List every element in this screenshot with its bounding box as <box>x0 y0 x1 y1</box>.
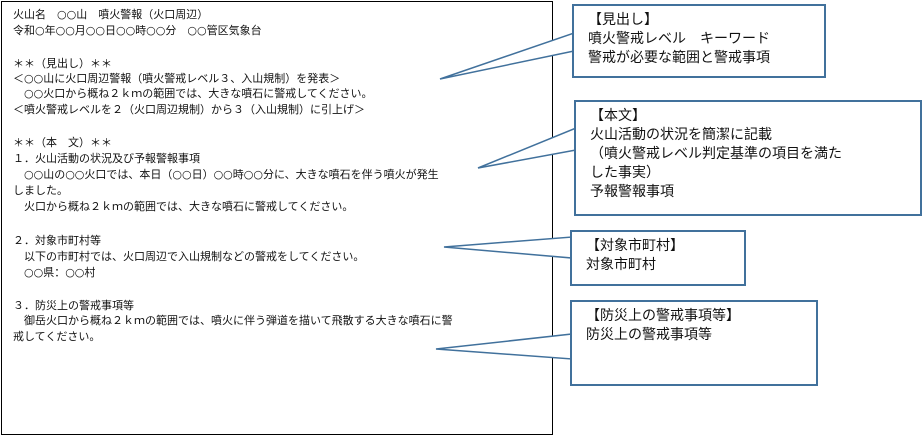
callout-body: 【本文】 火山活動の状況を簡潔に記載 （噴火警戒レベル判定基準の項目を満た した… <box>574 100 922 216</box>
document-line: ＜噴火警戒レベルを２（火口周辺規制）から３（入山規制）に引上げ＞ <box>13 103 365 116</box>
document-line: ３．防災上の警戒事項等 <box>13 299 134 312</box>
callout-line: した事実） <box>590 165 660 181</box>
volcano-warning-document: 火山名 ○○山 噴火警報（火口周辺） 令和○年○○月○○日○○時○○分 ○○管区… <box>1 1 553 435</box>
callout-line: 噴火警戒レベル キーワード <box>588 31 770 47</box>
document-line: 火山名 ○○山 噴火警報（火口周辺） <box>13 8 209 21</box>
callout-line: 【本文】 <box>590 108 646 124</box>
document-line: ○○火口から概ね２ｋｍの範囲では、大きな噴石に警戒してください。 <box>13 87 373 100</box>
document-line: 令和○年○○月○○日○○時○○分 ○○管区気象台 <box>13 24 262 37</box>
document-line: 戒してください。 <box>13 330 101 343</box>
callout-line: 対象市町村 <box>586 257 656 273</box>
callout-line: 【対象市町村】 <box>586 238 684 254</box>
document-line: ＜○○山に火口周辺警報（噴火警戒レベル３、入山規制）を発表＞ <box>13 72 341 85</box>
document-line: ２．対象市町村等 <box>13 234 101 247</box>
document-line: ＊＊（見出し）＊＊ <box>13 57 112 70</box>
document-line: しました。 <box>13 184 68 197</box>
document-line: 火口から概ね２ｋｍの範囲では、大きな噴石に警戒してください。 <box>13 200 354 213</box>
callout-line: （噴火警戒レベル判定基準の項目を満た <box>590 146 842 162</box>
document-line: 以下の市町村では、火口周辺で入山規制などの警戒をしてください。 <box>13 250 365 263</box>
callout-line: 予報警報事項 <box>590 184 674 200</box>
callout-line: 警戒が必要な範囲と警戒事項 <box>588 50 770 66</box>
document-line: ＊＊（本 文）＊＊ <box>13 136 112 149</box>
document-line: 御岳火口から概ね２ｋｍの範囲では、噴火に伴う弾道を描いて飛散する大きな噴石に警 <box>13 314 453 327</box>
document-line: １．火山活動の状況及び予報警報事項 <box>13 152 200 165</box>
document-line: ○○山の○○火口では、本日（○○日）○○時○○分に、大きな噴石を伴う噴火が発生 <box>13 168 439 181</box>
callout-line: 防災上の警戒事項等 <box>586 327 712 343</box>
callout-precautions: 【防災上の警戒事項等】 防災上の警戒事項等 <box>570 300 818 386</box>
callout-line: 火山活動の状況を簡潔に記載 <box>590 127 772 143</box>
callout-line: 【見出し】 <box>588 12 658 28</box>
document-line: ○○県：○○村 <box>13 266 96 279</box>
callout-heading: 【見出し】 噴火警戒レベル キーワード 警戒が必要な範囲と警戒事項 <box>572 4 826 78</box>
callout-line: 【防災上の警戒事項等】 <box>586 308 740 324</box>
callout-municipalities: 【対象市町村】 対象市町村 <box>570 230 746 286</box>
